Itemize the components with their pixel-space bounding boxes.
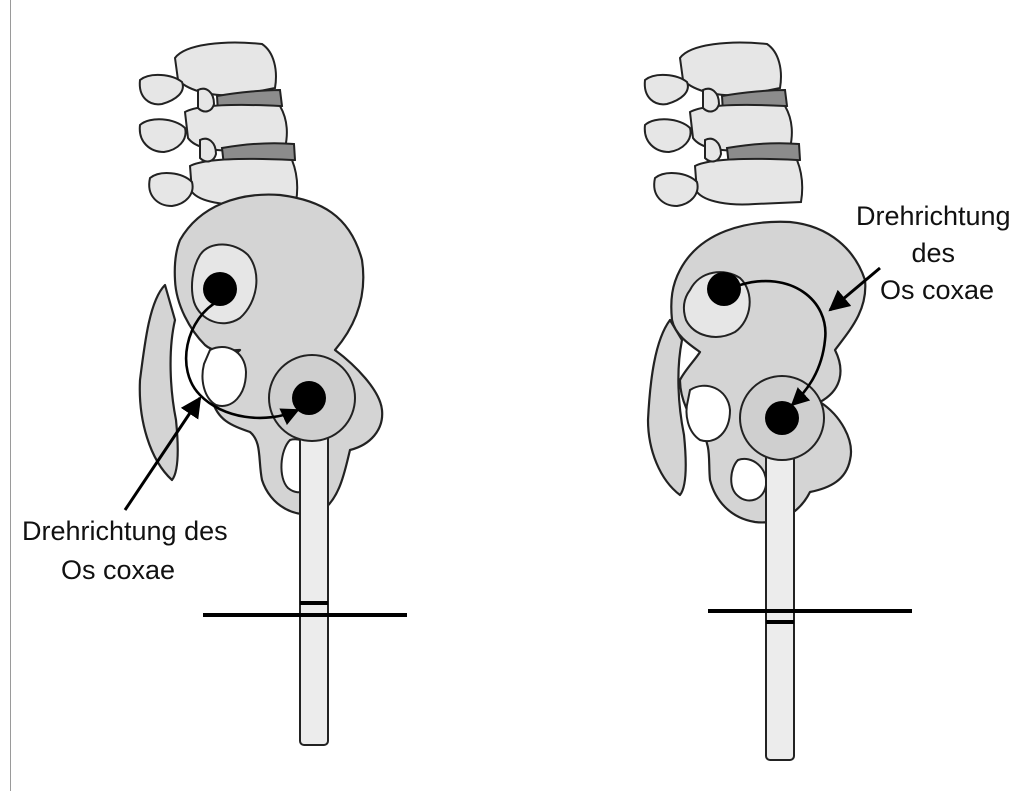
left-label: Drehrichtung des Os coxae bbox=[22, 516, 235, 585]
right-lumbar-spine bbox=[645, 43, 802, 206]
left-lumbar-spine bbox=[140, 43, 297, 206]
right-sacroiliac-pivot-dot bbox=[707, 272, 741, 306]
left-panel: Drehrichtung des Os coxae bbox=[22, 43, 407, 745]
left-label-line-2: Os coxae bbox=[61, 555, 175, 585]
left-os-coxae bbox=[140, 195, 382, 515]
right-label-line-3: Os coxae bbox=[880, 275, 994, 305]
right-panel: Drehrichtung des Os coxae bbox=[645, 43, 1018, 760]
right-label: Drehrichtung des Os coxae bbox=[856, 201, 1018, 305]
right-label-line-1: Drehrichtung bbox=[856, 201, 1011, 231]
right-os-coxae bbox=[648, 222, 865, 523]
left-label-line-1: Drehrichtung des bbox=[22, 516, 228, 546]
right-label-line-2: des bbox=[911, 238, 955, 268]
right-hip-joint-dot bbox=[765, 401, 799, 435]
